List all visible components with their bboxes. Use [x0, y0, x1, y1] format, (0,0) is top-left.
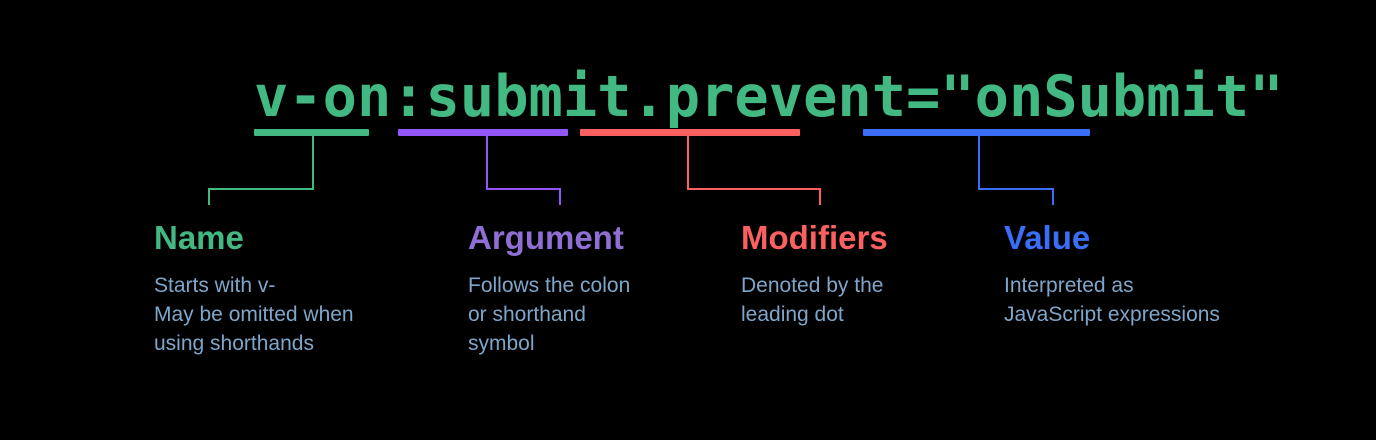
connector-drop-modifiers	[819, 188, 821, 205]
label-description-argument: Follows the colon or shorthand symbol	[468, 274, 631, 355]
connector-stem-name	[312, 135, 314, 188]
code-expression: v-on:submit.prevent="onSubmit"	[254, 64, 1284, 130]
connector-drop-argument	[559, 188, 561, 205]
label-title-modifiers: Modifiers	[741, 219, 888, 256]
label-title-name: Name	[154, 219, 244, 256]
connector-drop-name	[208, 188, 210, 205]
label-title-value: Value	[1004, 219, 1091, 256]
label-description-modifiers: Denoted by the leading dot	[741, 274, 884, 326]
label-title-argument: Argument	[468, 219, 624, 256]
label-description-value: Interpreted as JavaScript expressions	[1004, 274, 1220, 326]
connector-stem-argument	[486, 135, 488, 188]
connector-stem-value	[978, 135, 980, 188]
connector-elbow-value	[978, 188, 1054, 190]
connector-stem-modifiers	[687, 135, 689, 188]
connector-drop-value	[1052, 188, 1054, 205]
connector-elbow-name	[208, 188, 314, 190]
connector-elbow-modifiers	[687, 188, 821, 190]
connector-elbow-argument	[486, 188, 561, 190]
label-description-name: Starts with v- May be omitted when using…	[154, 274, 354, 355]
